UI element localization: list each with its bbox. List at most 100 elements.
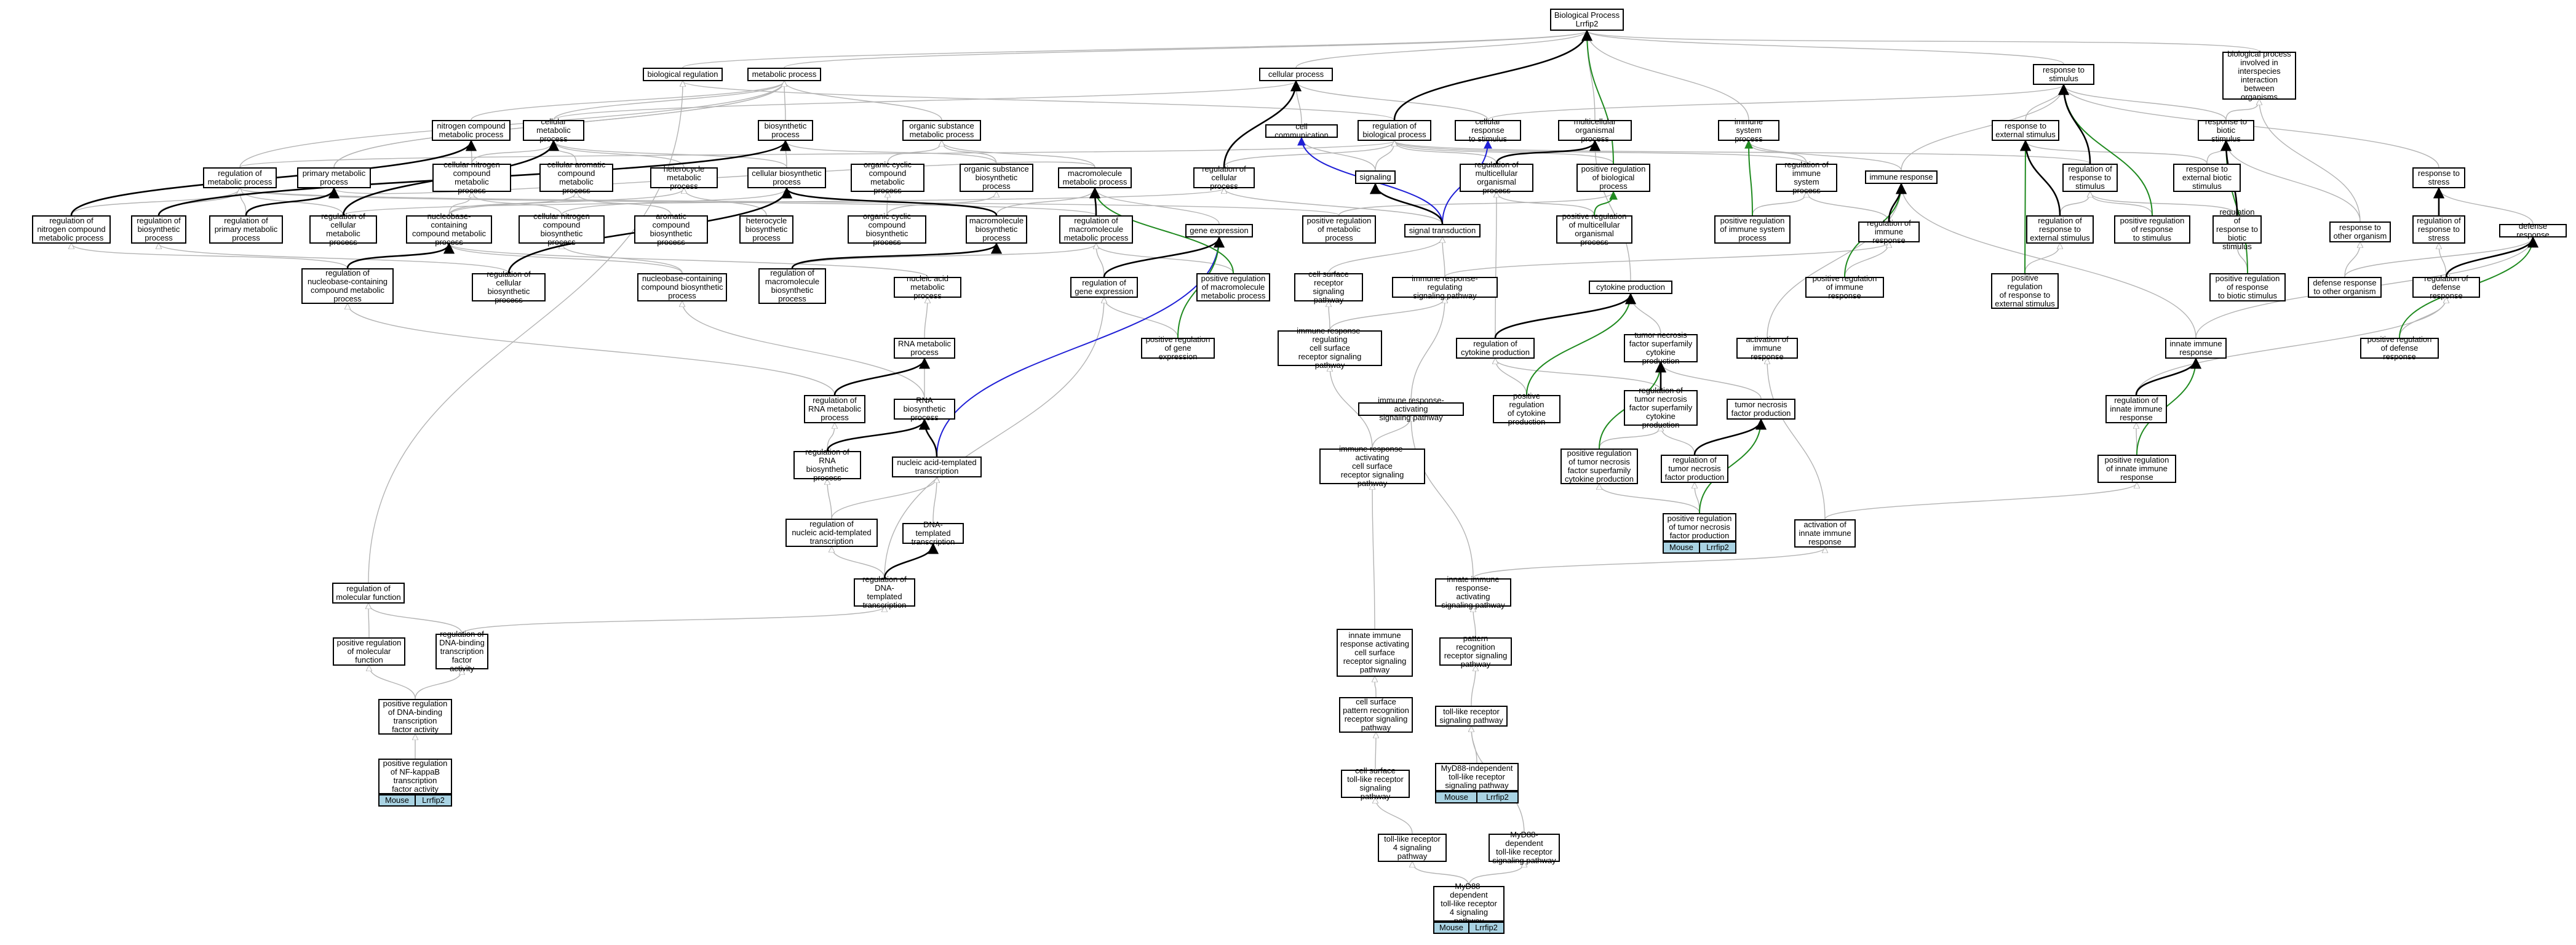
go-term-node[interactable]: innate immune response activating cell s… [1337,629,1413,677]
go-term-node[interactable]: regulation of DNA-templated transcriptio… [854,575,915,610]
go-term-node[interactable]: toll-like receptor signaling pathway [1435,706,1508,727]
go-term-node[interactable]: regulation of tumor necrosis factor supe… [1624,386,1698,429]
go-term-node[interactable]: regulation of response to stimulus [2062,164,2118,192]
go-term-node[interactable]: immune response-activating cell surface … [1319,445,1425,488]
go-term-node[interactable]: regulation of biosynthetic process [131,215,186,244]
go-term-node[interactable]: positive regulation of immune system pro… [1714,215,1791,244]
go-term-node[interactable]: innate immune response-activating signal… [1435,575,1511,610]
go-term-node[interactable]: primary metabolic process [297,167,371,188]
go-term-node[interactable]: positive regulation of gene expression [1141,335,1215,361]
go-term-node[interactable]: cellular nitrogen compound metabolic pro… [432,161,511,195]
go-term-node[interactable]: positive regulation of NF-kappaB transcr… [378,759,452,794]
go-term-node[interactable]: cellular nitrogen compound biosynthetic … [519,212,605,247]
go-term-node[interactable]: regulation of cytokine production [1456,338,1535,359]
go-term-node[interactable]: organic cyclic compound biosynthetic pro… [848,212,926,247]
go-term-node[interactable]: pattern recognition receptor signaling p… [1439,634,1512,669]
go-term-node[interactable]: organic cyclic compound metabolic proces… [851,161,924,195]
go-term-node[interactable]: positive regulation of response to exter… [1991,273,2059,309]
go-term-node[interactable]: cell surface receptor signaling pathway [1294,270,1363,305]
go-term-node[interactable]: positive regulation of DNA-binding trans… [378,699,452,735]
go-term-node[interactable]: response to other organism [2329,221,2391,242]
go-term-node[interactable]: regulation of macromolecule metabolic pr… [1059,215,1133,244]
go-term-node[interactable]: positive regulation of immune response [1805,274,1884,300]
go-term-node[interactable]: nucleic acid metabolic process [894,274,961,300]
go-term-node[interactable]: DNA-templated transcription [902,520,964,546]
go-term-node[interactable]: activation of innate immune response [1794,519,1856,548]
go-term-node[interactable]: macromolecule biosynthetic process [966,215,1027,244]
go-term-node[interactable]: heterocycle metabolic process [650,165,718,191]
go-term-node[interactable]: MyD88-dependent toll-like receptor 4 sig… [1433,882,1505,925]
go-term-node[interactable]: response to external biotic stimulus [2173,164,2241,192]
go-term-node[interactable]: cell communication [1265,122,1338,140]
go-term-node[interactable]: cellular aromatic compound metabolic pro… [539,161,613,195]
go-term-node[interactable]: regulation of DNA-binding transcription … [435,630,488,673]
go-term-node[interactable]: Biological Process Lrrfip2 [1550,9,1624,31]
go-term-node[interactable]: regulation of macromolecule biosynthetic… [758,268,826,304]
go-term-node[interactable]: positive regulation of tumor necrosis fa… [1663,513,1736,541]
go-term-node[interactable]: toll-like receptor 4 signaling pathway [1378,834,1447,862]
go-term-node[interactable]: signal transduction [1404,224,1481,237]
go-term-node[interactable]: regulation of molecular function [332,583,405,604]
go-term-node[interactable]: regulation of cellular biosynthetic proc… [472,270,546,305]
go-term-node[interactable]: regulation of primary metabolic process [209,215,283,244]
go-term-node[interactable]: cell surface pattern recognition recepto… [1339,697,1413,733]
go-term-node[interactable]: immune response-activating signaling pat… [1358,396,1464,422]
go-term-node[interactable]: regulation of response to stress [2412,215,2465,244]
go-term-node[interactable]: regulation of multicellular organismal p… [1460,161,1533,195]
go-term-node[interactable]: defense response [2499,222,2567,239]
go-term-node[interactable]: nucleic acid-templated transcription [892,457,982,477]
go-term-node[interactable]: cytokine production [1589,281,1672,294]
go-term-node[interactable]: RNA biosynthetic process [894,396,955,422]
go-term-node[interactable]: response to stimulus [2033,64,2094,85]
go-term-node[interactable]: cellular biosynthetic process [747,167,826,188]
go-term-node[interactable]: positive regulation of defense response [2360,335,2439,361]
go-term-node[interactable]: immune response-regulating signaling pat… [1392,274,1498,300]
go-term-node[interactable]: regulation of gene expression [1070,277,1138,298]
go-term-node[interactable]: regulation of nucleobase-containing comp… [301,268,394,304]
go-term-node[interactable]: regulation of tumor necrosis factor prod… [1661,455,1728,483]
go-term-node[interactable]: regulation of innate immune response [2105,395,2167,423]
go-term-node[interactable]: positive regulation of response to bioti… [2209,273,2286,301]
go-term-node[interactable]: nucleobase-containing compound metabolic… [406,212,492,247]
go-term-node[interactable]: tumor necrosis factor production [1727,399,1795,420]
go-term-node[interactable]: regulation of RNA metabolic process [804,395,865,423]
go-term-node[interactable]: positive regulation of macromolecule met… [1196,273,1270,301]
go-term-node[interactable]: positive regulation of response to stimu… [2114,215,2190,244]
go-term-node[interactable]: cellular process [1259,68,1333,81]
go-term-node[interactable]: regulation of immune system process [1776,161,1837,195]
go-term-node[interactable]: positive regulation of cytokine producti… [1493,392,1560,426]
go-term-node[interactable]: regulation of cellular metabolic process [309,212,377,247]
go-term-node[interactable]: positive regulation of biological proces… [1576,164,1650,192]
go-term-node[interactable]: heterocycle biosynthetic process [739,215,793,244]
go-term-node[interactable]: signaling [1355,170,1396,184]
go-term-node[interactable]: positive regulation of multicellular org… [1556,212,1632,247]
go-term-node[interactable]: macromolecule metabolic process [1058,167,1132,188]
go-term-node[interactable]: cell surface toll-like receptor signalin… [1341,767,1410,801]
go-term-node[interactable]: regulation of defense response [2412,274,2480,300]
go-term-node[interactable]: aromatic compound biosynthetic process [634,212,708,247]
go-term-node[interactable]: tumor necrosis factor superfamily cytoki… [1624,331,1698,365]
go-term-node[interactable]: activation of immune response [1736,335,1798,361]
go-term-node[interactable]: positive regulation of molecular functio… [333,637,405,666]
go-term-node[interactable]: positive regulation of metabolic process [1302,215,1376,244]
go-term-node[interactable]: regulation of nucleic acid-templated tra… [785,519,878,547]
go-term-node[interactable]: response to stress [2412,167,2465,188]
go-term-node[interactable]: immune response [1865,170,1938,184]
go-term-node[interactable]: metabolic process [747,68,821,81]
go-term-node[interactable]: biosynthetic process [758,120,813,141]
go-term-node[interactable]: regulation of response to biotic stimulu… [2212,208,2262,251]
go-term-node[interactable]: regulation of immune response [1858,219,1920,245]
go-term-node[interactable]: organic substance metabolic process [902,120,981,141]
go-term-node[interactable]: positive regulation of innate immune res… [2097,455,2176,483]
go-term-node[interactable]: positive regulation of tumor necrosis fa… [1560,449,1638,484]
go-term-node[interactable]: gene expression [1185,224,1253,237]
go-term-node[interactable]: response to external stimulus [1992,120,2059,141]
go-term-node[interactable]: regulation of metabolic process [203,167,277,188]
go-term-node[interactable]: nucleobase-containing compound biosynthe… [637,273,727,301]
go-term-node[interactable]: defense response to other organism [2308,277,2382,298]
go-term-node[interactable]: MyD88-dependent toll-like receptor signa… [1489,831,1560,865]
go-term-node[interactable]: regulation of nitrogen compound metaboli… [32,215,111,244]
go-term-node[interactable]: regulation of cellular process [1193,165,1255,191]
go-term-node[interactable]: innate immune response [2165,338,2227,359]
go-term-node[interactable]: regulation of response to external stimu… [2026,215,2094,244]
